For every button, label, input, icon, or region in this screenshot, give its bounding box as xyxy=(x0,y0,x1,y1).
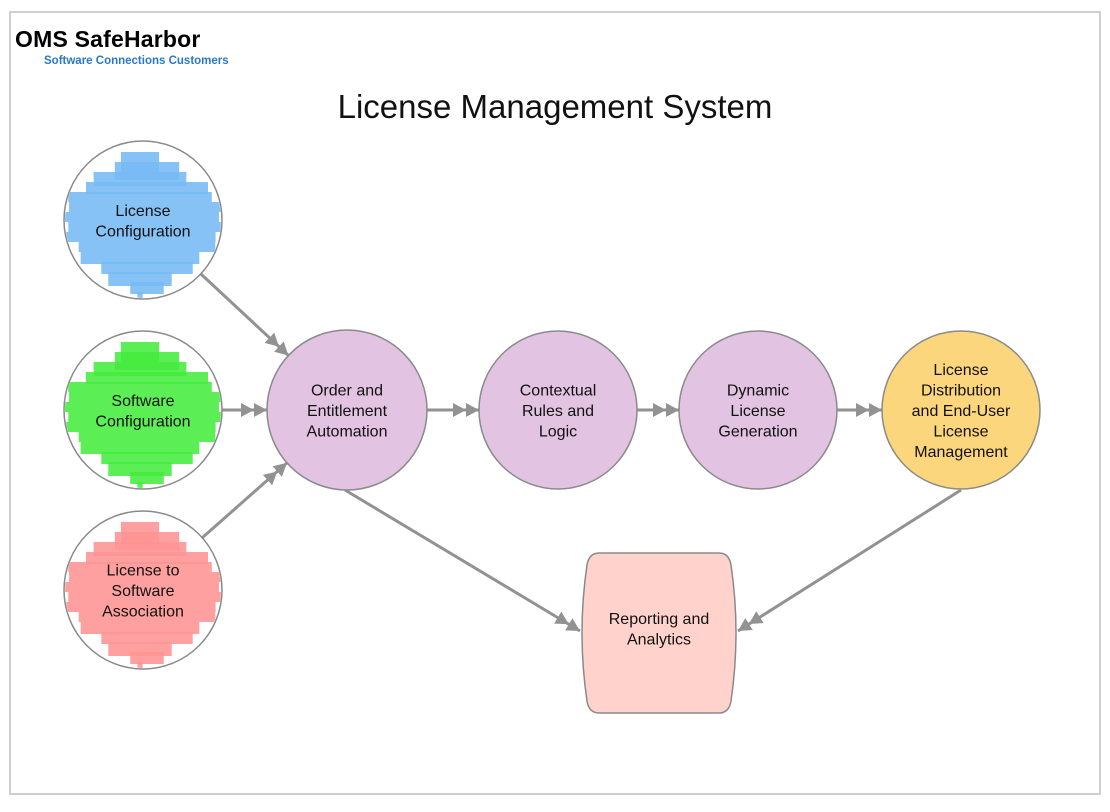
node-label-line: Entitlement xyxy=(307,403,388,420)
edge-license-distribution-to-reporting-and-analytics xyxy=(737,488,962,633)
hatch-stroke xyxy=(130,472,164,484)
node-label-line: Analytics xyxy=(627,631,691,648)
node-label-line: License to xyxy=(107,563,180,580)
node-label-line: Dynamic xyxy=(727,383,789,400)
hatch-stroke xyxy=(137,292,143,298)
hatch-stroke xyxy=(65,232,216,242)
hatch-stroke xyxy=(137,662,143,668)
hatch-stroke xyxy=(65,402,219,412)
hatch-stroke xyxy=(78,612,216,622)
node-label-line: Reporting and xyxy=(609,611,710,628)
hatch-stroke xyxy=(68,382,212,392)
brand-subtitle: Software Connections Customers xyxy=(44,55,229,67)
node-outline xyxy=(63,140,223,300)
hatch-stroke xyxy=(80,252,200,264)
node-label-line: Configuration xyxy=(95,413,190,430)
node-label-line: Contextual xyxy=(520,383,597,400)
diagram-title: License Management System xyxy=(337,88,773,125)
hatch-stroke xyxy=(69,572,221,582)
hatch-stroke xyxy=(68,222,221,232)
node-label-line: Association xyxy=(102,604,184,621)
hatch-stroke xyxy=(69,392,221,402)
node-label-line: License xyxy=(933,362,988,379)
node-shape xyxy=(478,330,638,490)
hatch-stroke xyxy=(85,182,209,194)
node-outline xyxy=(63,510,223,670)
hatch-fill xyxy=(65,522,221,668)
node-label-line: License xyxy=(730,403,785,420)
hatch-stroke xyxy=(65,582,219,592)
edge-license-to-software-association-to-order-and-entitlement-automation xyxy=(201,461,289,539)
hatch-stroke xyxy=(68,562,212,572)
node-outline xyxy=(63,330,223,490)
node-label-line: Management xyxy=(914,444,1008,461)
edges-layer xyxy=(199,272,962,633)
hatch-stroke xyxy=(80,622,200,634)
node-shape xyxy=(266,329,428,491)
node-label-line: Distribution xyxy=(921,383,1001,400)
hatch-stroke xyxy=(85,372,209,384)
node-label-line: Generation xyxy=(718,424,797,441)
hatch-stroke xyxy=(101,632,193,644)
hatch-stroke xyxy=(130,282,164,294)
hatch-stroke xyxy=(80,442,200,454)
hatch-stroke xyxy=(68,412,221,422)
hatch-stroke xyxy=(68,192,212,202)
node-label-line: Software xyxy=(111,583,174,600)
node-label-line: Order and xyxy=(311,383,383,400)
node-label-line: Rules and xyxy=(522,403,594,420)
hatch-stroke xyxy=(137,482,143,488)
hatch-stroke xyxy=(130,652,164,664)
node-label-line: License xyxy=(933,424,988,441)
node-shape xyxy=(581,552,737,714)
node-label-line: Logic xyxy=(539,424,577,441)
hatch-stroke xyxy=(78,242,216,252)
node-label-line: Configuration xyxy=(95,223,190,240)
brand-logo-text: OMS SafeHarbor xyxy=(15,26,201,52)
hatch-stroke xyxy=(69,202,221,212)
hatch-stroke xyxy=(65,422,216,432)
node-label-line: and End-User xyxy=(912,403,1011,420)
hatch-stroke xyxy=(65,602,216,612)
node-label-line: License xyxy=(115,203,170,220)
edge-license-configuration-to-order-and-entitlement-automation xyxy=(199,272,290,357)
node-label-line: Software xyxy=(111,393,174,410)
hatch-fill xyxy=(65,342,221,488)
hatch-fill xyxy=(65,152,221,298)
node-shape xyxy=(881,330,1041,490)
hatch-stroke xyxy=(101,262,193,274)
hatch-stroke xyxy=(65,212,219,222)
hatch-stroke xyxy=(85,552,209,564)
node-label-line: Automation xyxy=(307,424,388,441)
node-shape xyxy=(678,330,838,490)
edge-order-and-entitlement-automation-to-reporting-and-analytics xyxy=(344,488,581,633)
hatch-stroke xyxy=(68,592,221,602)
hatch-stroke xyxy=(78,432,216,442)
hatch-stroke xyxy=(101,452,193,464)
